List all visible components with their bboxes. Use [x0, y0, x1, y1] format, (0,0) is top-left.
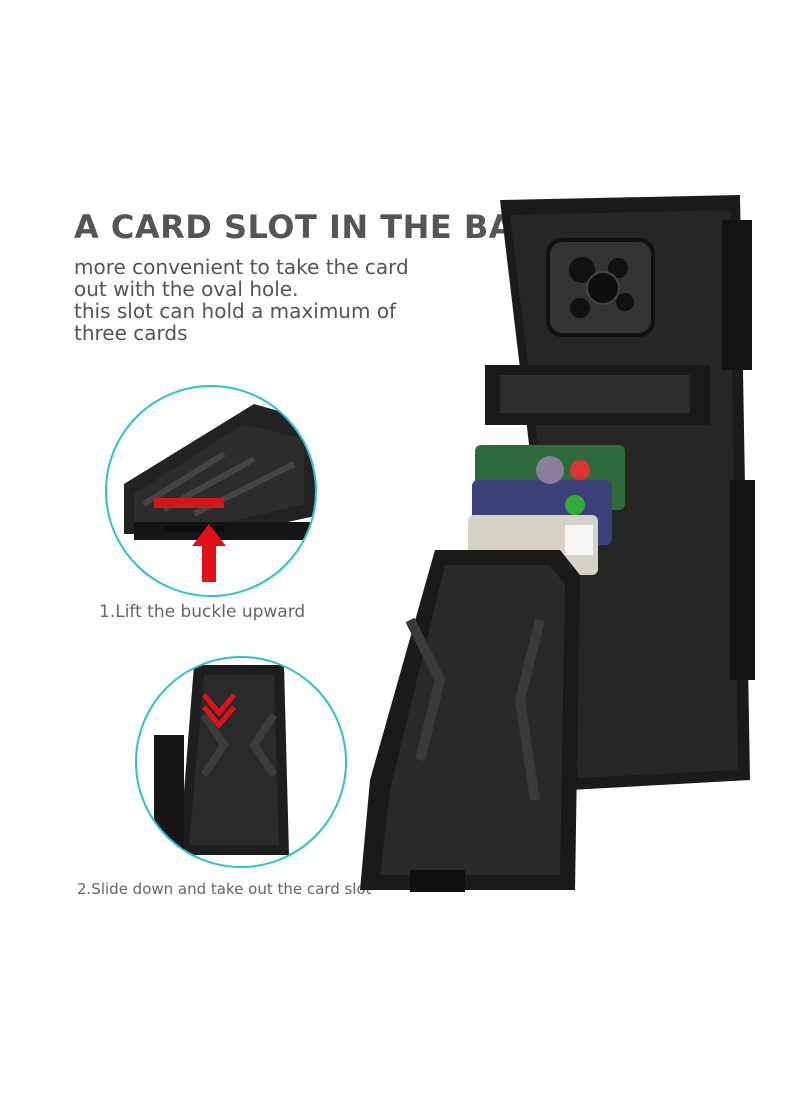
detail-circle-slide — [135, 656, 347, 868]
phone-case-photo — [360, 195, 755, 892]
description-line: out with the oval hole. — [74, 277, 299, 301]
detail-circle-lift — [105, 385, 317, 597]
description-line: this slot can hold a maximum of — [74, 299, 397, 323]
heading-description: more convenient to take the card out wit… — [74, 256, 454, 344]
chevron-down-icon — [202, 693, 236, 729]
step-one-label: 1.Lift the buckle upward — [99, 602, 306, 622]
camera-icon — [546, 238, 655, 337]
description-line: three cards — [74, 321, 188, 345]
up-arrow-icon — [192, 524, 226, 582]
heading-title: A CARD SLOT IN THE BACK — [74, 208, 564, 246]
step-two-label: 2.Slide down and take out the card slot — [77, 880, 372, 898]
description-line: more convenient to take the card — [74, 255, 409, 279]
